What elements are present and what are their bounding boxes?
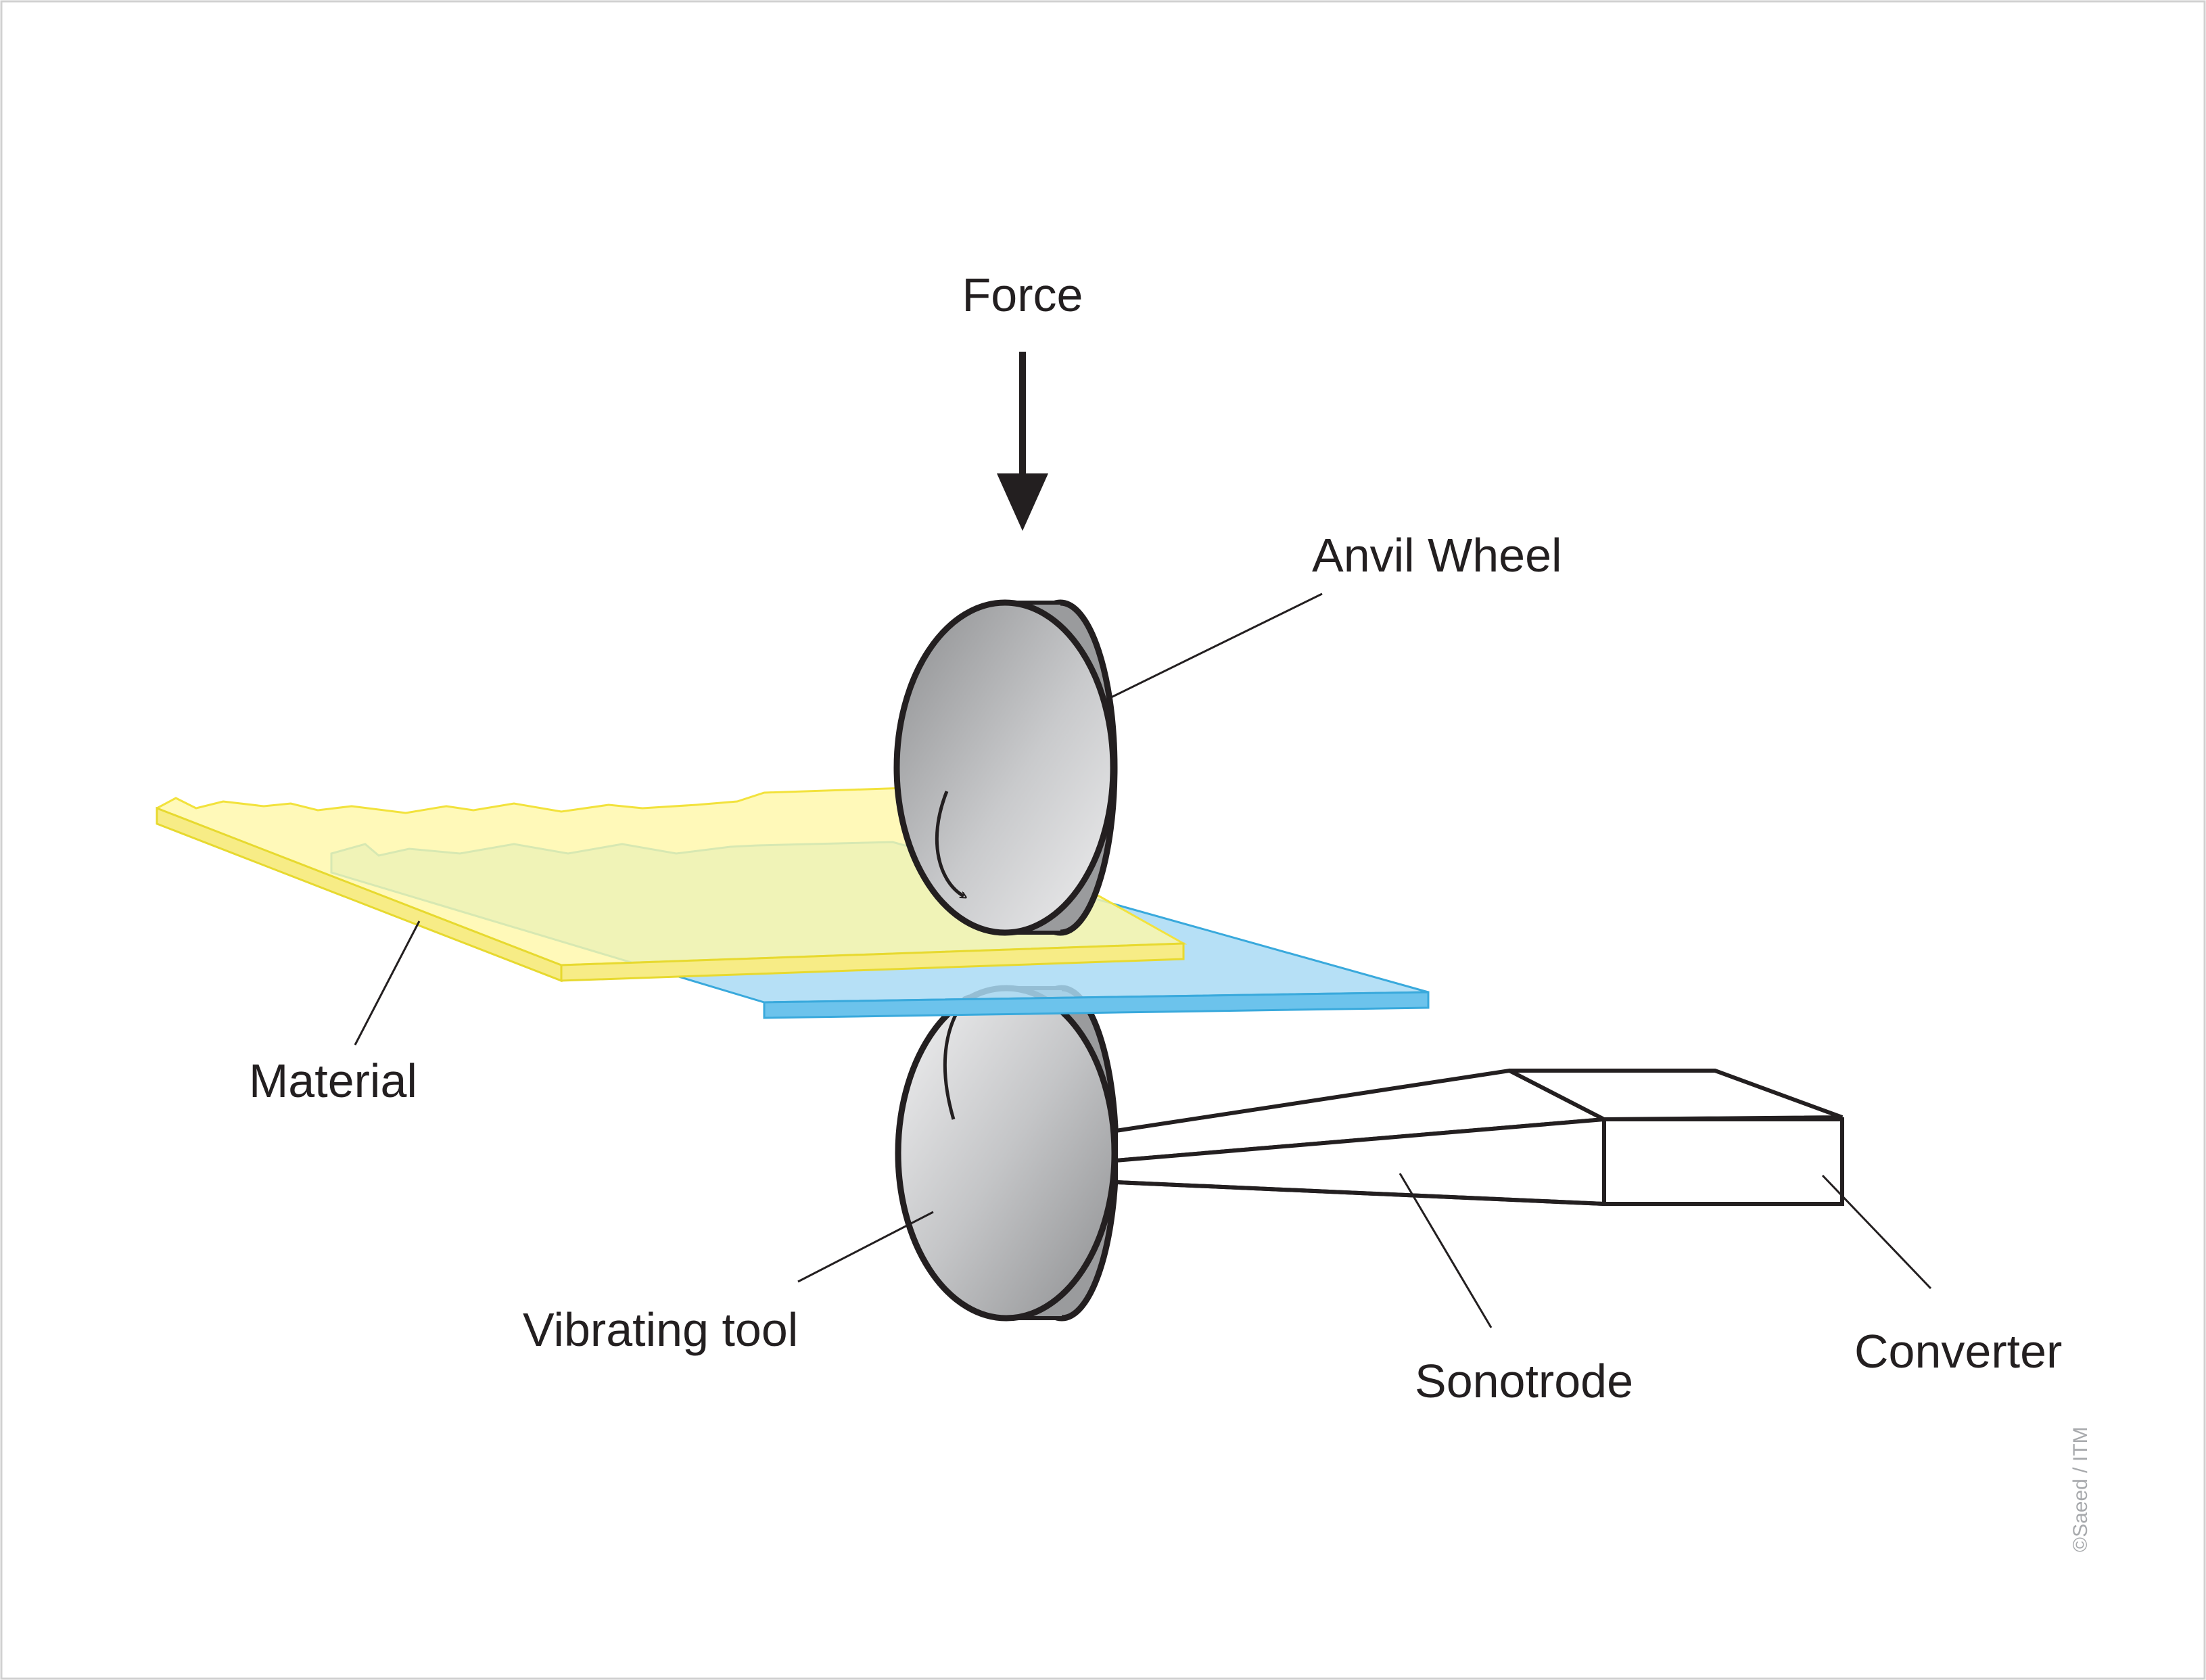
converter-label: Converter xyxy=(1854,1325,2062,1378)
anvil-wheel-label: Anvil Wheel xyxy=(1312,529,1562,582)
vibrating-tool-label: Vibrating tool xyxy=(523,1303,798,1356)
copyright-notice: ©Saeed / ITM xyxy=(2069,1426,2092,1552)
sonotrode-label: Sonotrode xyxy=(1415,1355,1633,1407)
anvil-wheel-face xyxy=(893,599,1117,936)
anvil-wheel-leader xyxy=(1105,592,1323,701)
vibrating-tool-leader xyxy=(797,1211,934,1283)
anvil-wheel xyxy=(893,599,1118,936)
material-label: Material xyxy=(249,1054,417,1107)
converter-leader xyxy=(1821,1174,1932,1290)
vibrating-tool-face xyxy=(895,985,1118,1322)
converter-box xyxy=(1508,1069,1844,1206)
force-label: Force xyxy=(962,269,1083,321)
material-leader xyxy=(354,920,421,1046)
leader-lines xyxy=(354,592,1932,1328)
force-arrow xyxy=(997,352,1048,531)
vibrating-tool-wheel xyxy=(895,985,1119,1322)
sonotrode-leader xyxy=(1399,1173,1493,1328)
